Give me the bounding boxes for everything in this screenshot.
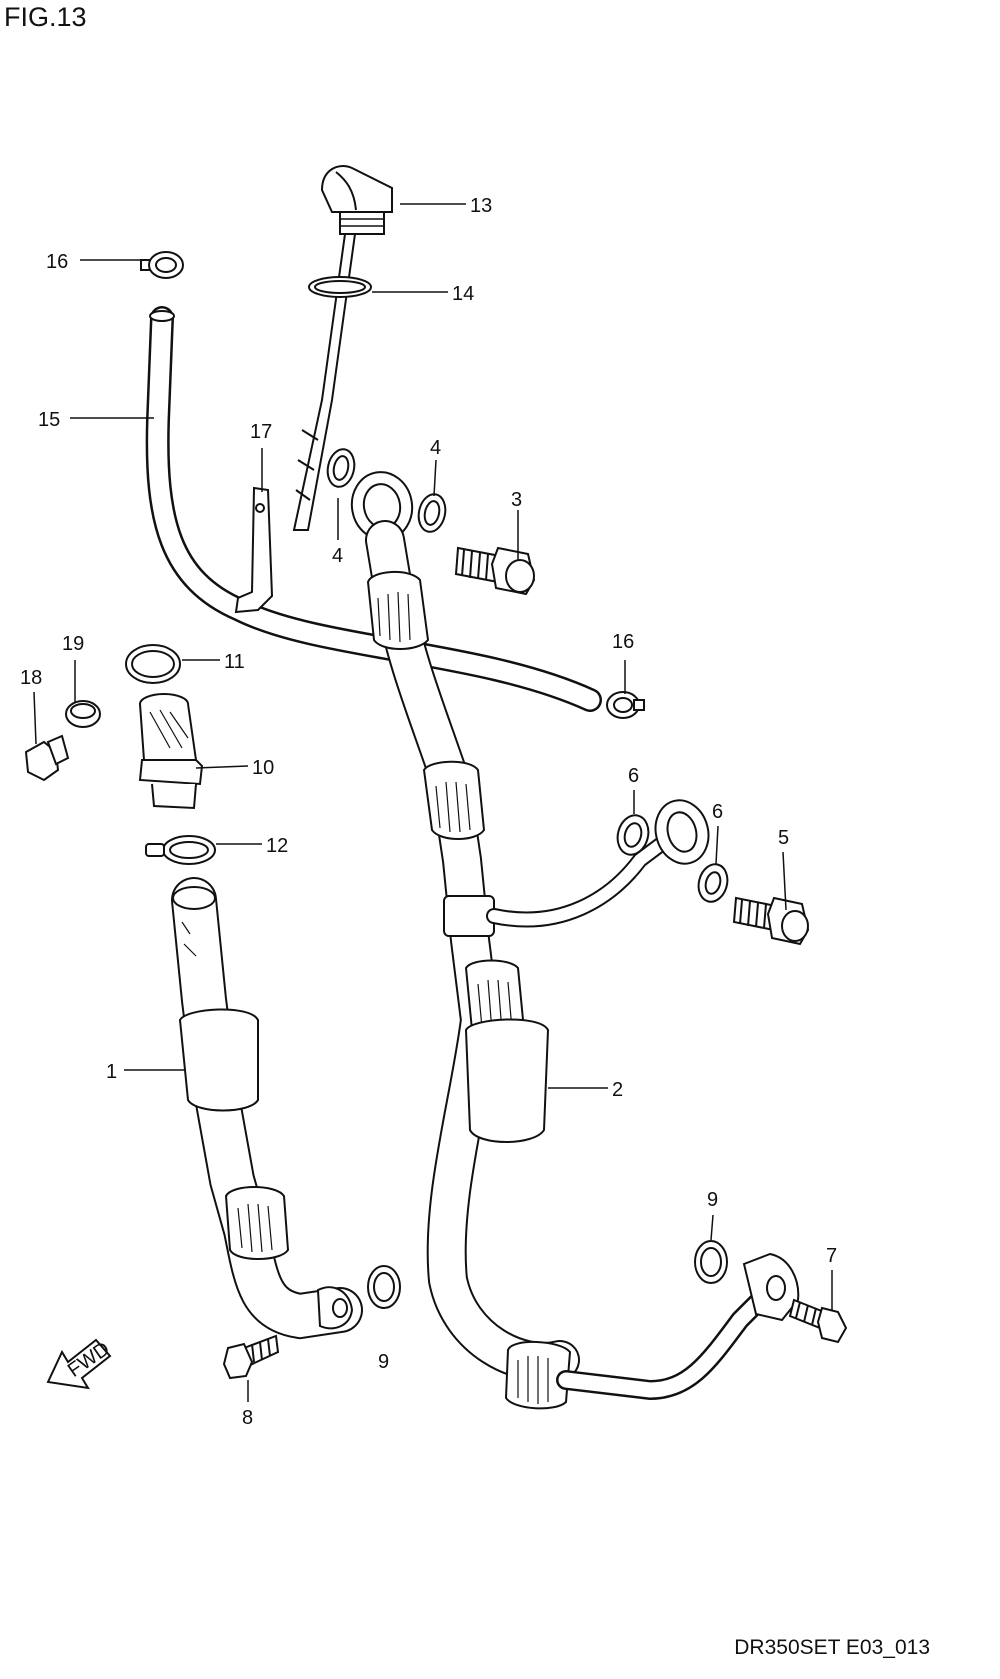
part-union-bolt-5 bbox=[732, 896, 810, 946]
callout-labels: 13 14 16 15 17 4 4 3 16 11 19 18 10 12 6… bbox=[20, 195, 837, 1429]
part-o-ring-11 bbox=[125, 644, 181, 684]
part-union-bolt-3 bbox=[454, 546, 536, 596]
part-gasket-9-left bbox=[367, 1265, 401, 1309]
part-gasket-6-left bbox=[616, 814, 650, 856]
part-filler-cap bbox=[292, 165, 393, 531]
callout-15: 15 bbox=[38, 409, 60, 431]
callout-6-right: 6 bbox=[712, 801, 723, 823]
part-clamp-top bbox=[140, 251, 184, 279]
part-plug-bolt-18 bbox=[24, 734, 70, 782]
part-gasket-6-right bbox=[697, 863, 729, 903]
callout-4-right: 4 bbox=[430, 437, 441, 459]
callout-18: 18 bbox=[20, 667, 42, 689]
part-gasket-4-right bbox=[417, 493, 447, 533]
part-breather-tube bbox=[145, 306, 602, 712]
leader-lines bbox=[33, 203, 833, 1402]
callout-19: 19 bbox=[62, 633, 84, 655]
callout-1: 1 bbox=[106, 1061, 117, 1083]
callout-2: 2 bbox=[612, 1079, 623, 1101]
callout-6-left: 6 bbox=[628, 765, 639, 787]
callout-7: 7 bbox=[826, 1245, 837, 1267]
callout-17: 17 bbox=[250, 421, 272, 443]
part-cap-19 bbox=[65, 700, 101, 728]
part-bracket bbox=[234, 486, 274, 614]
callout-13: 13 bbox=[470, 195, 492, 217]
callout-8: 8 bbox=[242, 1407, 253, 1429]
callout-9-left: 9 bbox=[378, 1351, 389, 1373]
part-union-fitting-10 bbox=[138, 693, 204, 810]
part-o-ring-14 bbox=[308, 276, 372, 298]
part-gasket-4-left bbox=[326, 448, 356, 488]
forward-arrow-icon: FWD bbox=[46, 1338, 114, 1390]
callout-11: 11 bbox=[224, 651, 245, 673]
part-gasket-9-right bbox=[694, 1240, 728, 1284]
callout-3: 3 bbox=[511, 489, 522, 511]
callout-9-right: 9 bbox=[707, 1189, 718, 1211]
part-clamp-12 bbox=[145, 835, 216, 865]
figure-title: FIG.13 bbox=[4, 2, 87, 32]
callout-5: 5 bbox=[778, 827, 789, 849]
part-oil-hose-2 bbox=[350, 471, 800, 1410]
callout-4-left: 4 bbox=[332, 545, 343, 567]
callout-10: 10 bbox=[252, 757, 274, 779]
part-bolt-7 bbox=[788, 1298, 848, 1344]
callout-14: 14 bbox=[452, 283, 474, 305]
callout-16-right: 16 bbox=[612, 631, 634, 653]
callout-16-top: 16 bbox=[46, 251, 68, 273]
callout-12: 12 bbox=[266, 835, 288, 857]
part-bolt-8 bbox=[222, 1334, 280, 1380]
part-oil-hose-1 bbox=[171, 877, 363, 1340]
part-clamp-right bbox=[606, 691, 645, 719]
figure-code: DR350SET E03_013 bbox=[734, 1636, 930, 1659]
